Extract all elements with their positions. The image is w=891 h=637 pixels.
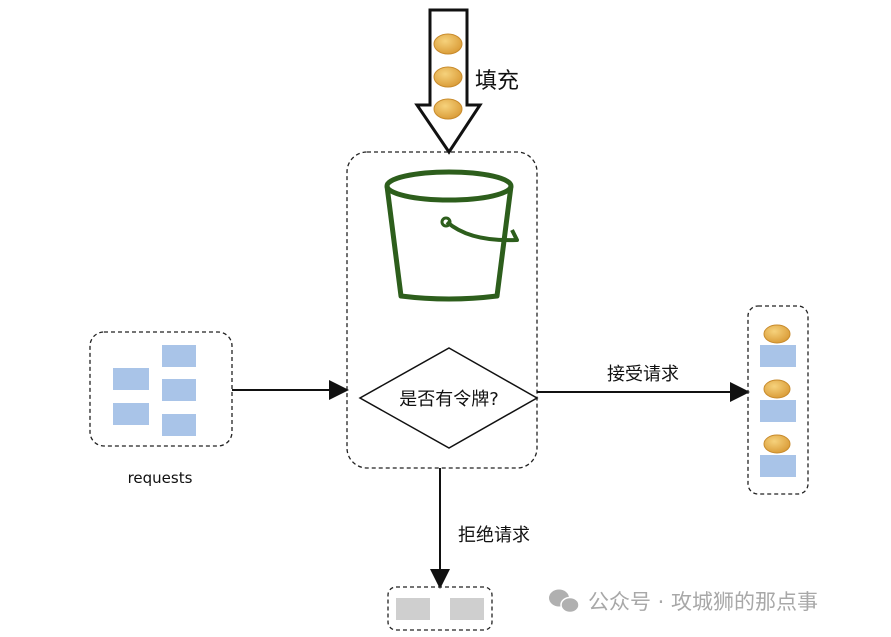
decision-diamond xyxy=(358,347,539,449)
request-block xyxy=(113,368,149,390)
requests-label: requests xyxy=(128,469,193,487)
rejected-request-block xyxy=(396,598,430,620)
accept-label: 接受请求 xyxy=(607,364,679,385)
token-icon xyxy=(433,98,463,120)
accepted-request-block xyxy=(760,455,796,477)
reject-label: 拒绝请求 xyxy=(458,525,530,546)
rejected-box xyxy=(387,586,493,631)
token-icon xyxy=(763,379,791,399)
request-block xyxy=(162,379,196,401)
request-block xyxy=(162,414,196,436)
accepted-request-block xyxy=(760,345,796,367)
bucket-icon xyxy=(384,169,519,302)
wechat-icon xyxy=(549,589,580,614)
decision-label: 是否有令牌? xyxy=(399,389,499,410)
bucket-container xyxy=(346,151,538,469)
rejected-request-block xyxy=(450,598,484,620)
request-block xyxy=(162,345,196,367)
fill-label: 填充 xyxy=(475,69,519,94)
accepted-box xyxy=(747,305,809,495)
token-icon xyxy=(433,33,463,55)
token-icon xyxy=(763,434,791,454)
watermark-text: 公众号 · 攻城狮的那点事 xyxy=(588,590,818,614)
requests-box xyxy=(89,331,233,447)
token-icon xyxy=(433,66,463,88)
request-block xyxy=(113,403,149,425)
token-icon xyxy=(763,324,791,344)
accepted-request-block xyxy=(760,400,796,422)
fill-arrow xyxy=(414,8,483,155)
